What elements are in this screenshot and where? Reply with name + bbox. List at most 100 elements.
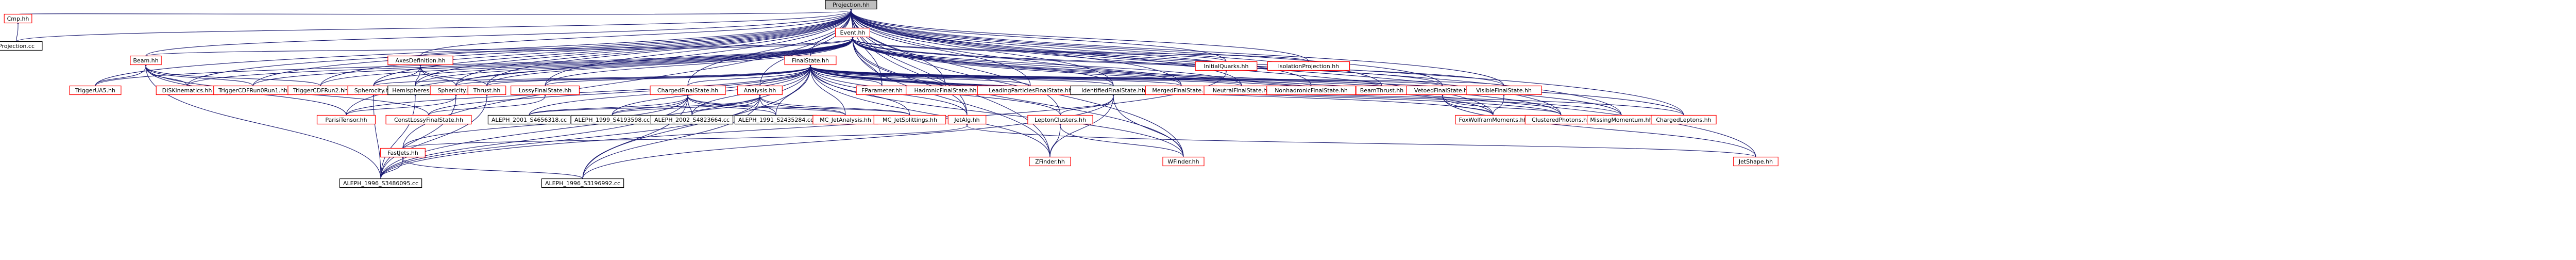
node-leadingpfs[interactable]: LeadingParticlesFinalState.hh: [977, 85, 1084, 95]
node-beamthrust[interactable]: BeamThrust.hh: [1355, 85, 1408, 95]
node-label: DISKinematics.hh: [162, 87, 212, 94]
edge-zfinder-to-event: [851, 35, 1050, 157]
node-leptonclusters[interactable]: LeptonClusters.hh: [1027, 115, 1093, 125]
node-triggerufs[interactable]: TriggerUA5.hh: [69, 85, 122, 95]
edge-aleph1996b-to-analysis: [582, 92, 762, 179]
edge-triggerufs-to-projection: [95, 7, 853, 86]
node-aleph1996b[interactable]: ALEPH_1996_S3196992.cc: [541, 178, 624, 188]
node-cmp[interactable]: Cmp.hh: [4, 13, 32, 24]
node-fastjets[interactable]: FastJets.hh: [380, 148, 426, 158]
node-box: [4, 13, 32, 24]
node-label: ConstLossyFinalState.hh: [394, 117, 463, 123]
node-nonhadronicfs[interactable]: NonhadronicFinalState.hh: [1266, 85, 1356, 95]
edge-chargedleptons-to-event: [851, 35, 1684, 116]
node-box: [510, 85, 580, 95]
edge-aleph1991-to-chargedfs: [686, 92, 776, 116]
node-visiblefs[interactable]: VisibleFinalState.hh: [1466, 85, 1542, 95]
node-label: ALEPH_2001_S4656318.cc: [492, 117, 567, 123]
node-aleph2002[interactable]: ALEPH_2002_S4823664.cc: [650, 115, 734, 125]
node-event[interactable]: Event.hh: [835, 27, 870, 38]
node-aleph1996[interactable]: ALEPH_1996_S3486095.cc: [339, 178, 422, 188]
edge-triggerufs-to-beam: [95, 62, 148, 86]
node-lossyfs[interactable]: LossyFinalState.hh: [510, 85, 580, 95]
node-chargedfs[interactable]: ChargedFinalState.hh: [650, 85, 726, 95]
node-hemispheres[interactable]: Hemispheres.hh: [387, 85, 443, 95]
node-label: FastJets.hh: [387, 150, 418, 156]
edge-hemispheres-to-event: [415, 35, 855, 86]
edge-vetoedfs-to-event: [851, 35, 1443, 86]
edge-jetshape-to-jetalg: [964, 122, 1756, 157]
edge-aleph1996-to-fastjets: [380, 155, 405, 179]
edge-axesdef-to-event: [420, 35, 855, 56]
node-label: Thrust.hh: [473, 87, 501, 94]
node-thrust[interactable]: Thrust.hh: [467, 85, 506, 95]
node-trigcdfr2[interactable]: TriggerCDFRun2.hh: [287, 85, 353, 95]
node-paratensor[interactable]: ParisiTensor.hh: [316, 115, 376, 125]
node-label: ClusteredPhotons.hh: [1532, 117, 1590, 123]
node-clusteredphotons[interactable]: ClusteredPhotons.hh: [1524, 115, 1598, 125]
node-finalstate[interactable]: FinalState.hh: [784, 55, 837, 66]
node-hadronicfs[interactable]: HadronicFinalState.hh: [906, 85, 985, 95]
edge-initialquarks-to-event: [850, 35, 1227, 62]
edge-projection_cc-to-cmp: [16, 21, 20, 42]
node-zfinder[interactable]: ZFinder.hh: [1029, 156, 1071, 167]
node-mcjetanalysis[interactable]: MC_JetAnalysis.hh: [812, 115, 878, 125]
node-jetalg[interactable]: JetAlg.hh: [947, 115, 987, 125]
edge-nonhadronicfs-to-projection: [849, 7, 1312, 86]
node-box: [1162, 156, 1205, 167]
node-mergedfs[interactable]: MergedFinalState.hh: [1145, 85, 1218, 95]
node-label: FParameter.hh: [861, 87, 903, 94]
node-jetshape[interactable]: JetShape.hh: [1733, 156, 1778, 167]
node-box: [1466, 85, 1542, 95]
edge-sphericity-to-event: [455, 35, 855, 86]
edge-fparameter-to-finalstate: [808, 62, 883, 86]
node-analysis[interactable]: Analysis.hh: [737, 85, 783, 95]
node-projection_cc[interactable]: Projection.cc: [0, 41, 43, 51]
node-beam[interactable]: Beam.hh: [130, 55, 162, 66]
node-mcjetsplittings[interactable]: MC_JetSplittings.hh: [873, 115, 946, 125]
edge-finalstate-to-projection: [810, 7, 853, 56]
edge-hemispheres-to-projection: [415, 7, 853, 86]
node-constlossyfs[interactable]: ConstLossyFinalState.hh: [385, 115, 472, 125]
node-trigcdfr1[interactable]: TriggerCDFRun0Run1.hh: [213, 85, 293, 95]
edge-aleph2002-to-analysis: [691, 92, 762, 116]
edge-jetshape-to-vetoedfs: [1440, 92, 1756, 157]
edge-trigcdfr2-to-event: [320, 35, 855, 86]
edge-aleph1996-to-chargedfs: [380, 92, 690, 179]
node-box: [1267, 61, 1350, 71]
edge-aleph1996-to-hemispheres: [380, 92, 417, 179]
graph-edges: [16, 7, 1756, 179]
node-chargedleptons[interactable]: ChargedLeptons.hh: [1651, 115, 1717, 125]
node-axesdef[interactable]: AxesDefinition.hh: [387, 55, 453, 66]
edge-zfinder-to-leptonclusters: [1049, 122, 1062, 157]
node-isolation[interactable]: IsolationProjection.hh: [1267, 61, 1350, 71]
edge-chargedfs-to-projection: [687, 7, 853, 86]
node-neutralfs[interactable]: NeutralFinalState.hh: [1204, 85, 1280, 95]
edge-trigcdfr1-to-event: [252, 35, 855, 86]
node-missingmomentum[interactable]: MissingMomentum.hh: [1587, 115, 1656, 125]
node-label: LeptonClusters.hh: [1035, 117, 1086, 123]
edge-lossyfs-to-finalstate: [545, 62, 812, 86]
edge-trigcdfr1-to-beam: [144, 62, 253, 86]
node-aleph1999[interactable]: ALEPH_1999_S4193598.cc: [570, 115, 654, 125]
edge-wfinder-to-identifiedfs: [1111, 92, 1184, 157]
node-diskin[interactable]: DISKinematics.hh: [156, 85, 218, 95]
node-box: [835, 27, 870, 38]
node-aleph1991[interactable]: ALEPH_1991_S2435284.cc: [734, 115, 818, 125]
node-initialquarks[interactable]: InitialQuarks.hh: [1195, 61, 1258, 71]
node-identifiedfs[interactable]: IdentifiedFinalState.hh: [1070, 85, 1157, 95]
node-wfinder[interactable]: WFinder.hh: [1162, 156, 1205, 167]
node-fparameter[interactable]: FParameter.hh: [856, 85, 908, 95]
node-label: IdentifiedFinalState.hh: [1081, 87, 1145, 94]
node-foxwolfram[interactable]: FoxWolframMoments.hh: [1455, 115, 1531, 125]
edge-spherocity-to-finalstate: [373, 62, 813, 86]
node-aleph2001[interactable]: ALEPH_2001_S4656318.cc: [487, 115, 571, 125]
edge-mcjetsplittings-to-analysis: [758, 92, 910, 116]
node-projection[interactable]: Projection.hh: [825, 0, 877, 10]
edge-aleph1996-to-finalstate: [380, 62, 812, 179]
node-label: InitialQuarks.hh: [1204, 63, 1249, 70]
node-vetoedfs[interactable]: VetoedFinalState.hh: [1406, 85, 1479, 95]
edge-lossyfs-to-event: [545, 35, 855, 86]
